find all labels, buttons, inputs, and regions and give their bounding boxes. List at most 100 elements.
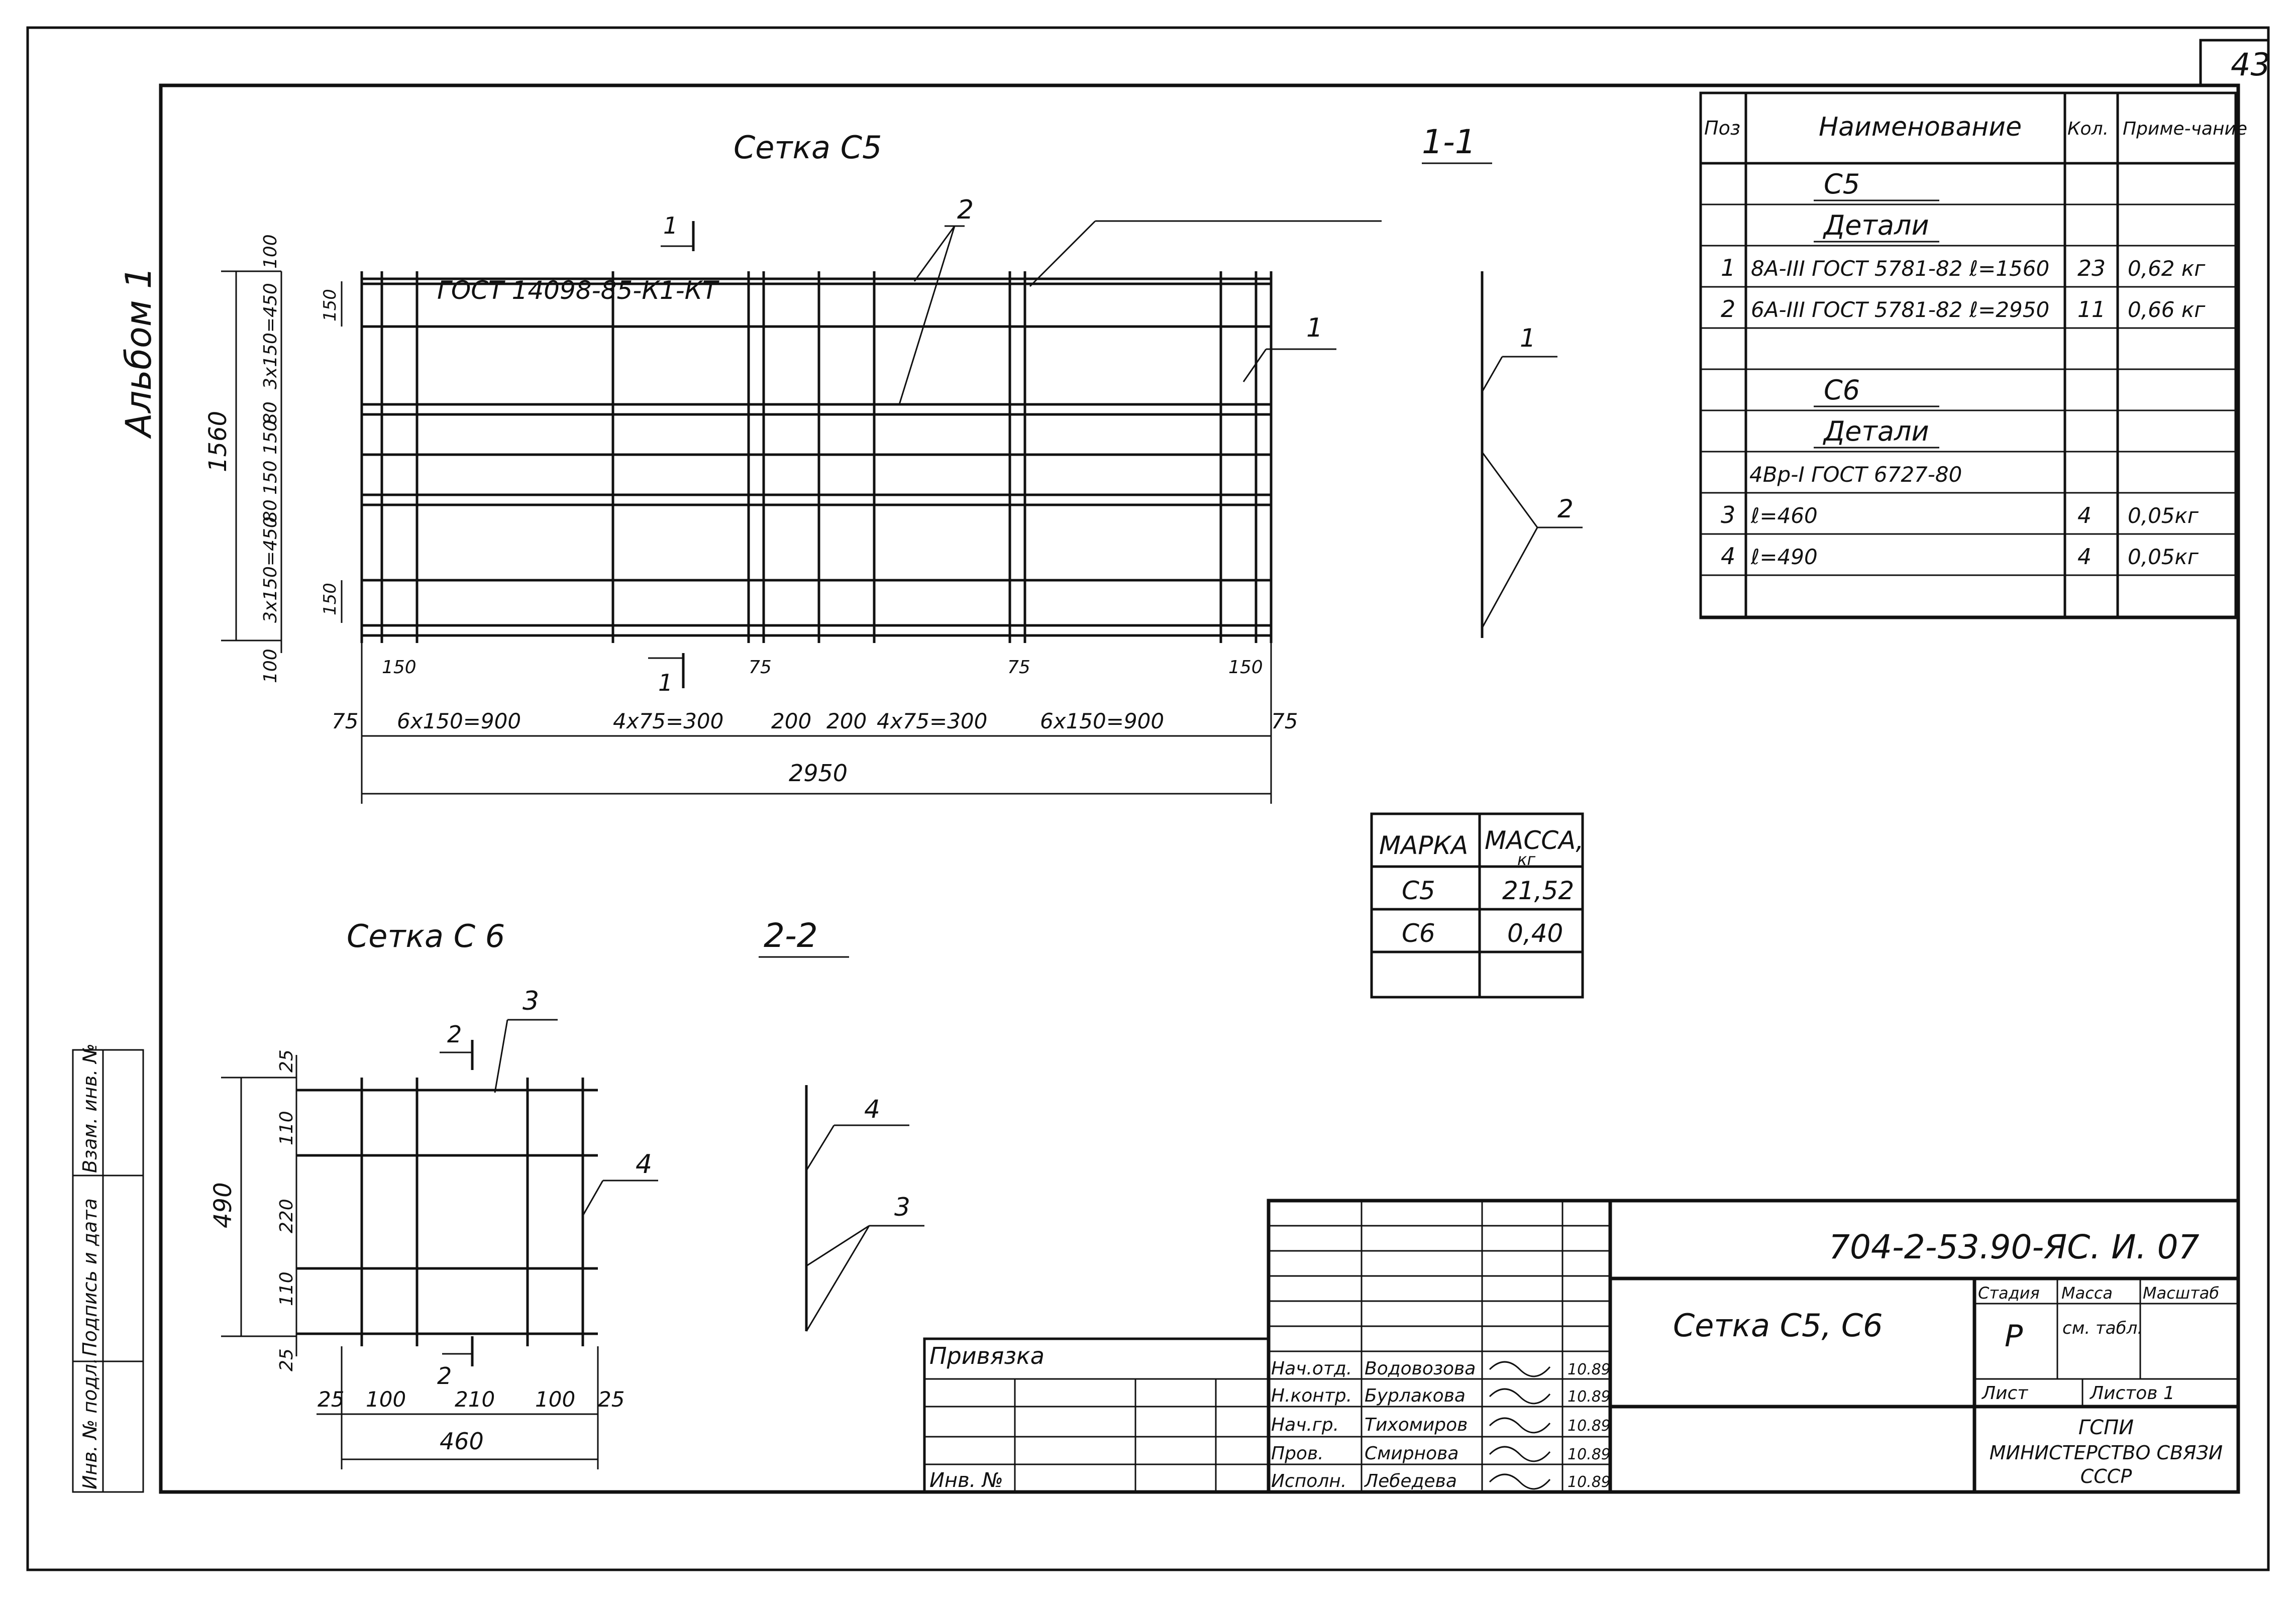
spec-pos: 3	[1721, 501, 1735, 528]
callout-1-c5-label: 1	[1306, 313, 1323, 343]
album-label: Альбом 1	[118, 267, 159, 439]
stamp-inventory-label: Инв. № подл.	[79, 1358, 101, 1489]
c6-dim-110-top: 110	[276, 1111, 297, 1145]
signature-name: Тихомиров	[1365, 1415, 1468, 1435]
section-2-2-callout-3: 3	[894, 1193, 910, 1222]
callout-4-c6-label: 4	[636, 1149, 652, 1180]
section-1-1: 1-1 1 2	[1422, 123, 1583, 638]
signature-role: Исполн.	[1271, 1471, 1346, 1491]
mass-table: МАРКА МАССА, кг С5 21,52 С6 0,40	[1370, 812, 1584, 999]
handwritten-signature	[1489, 1388, 1551, 1405]
mass-row-1-mark: С5	[1402, 876, 1435, 905]
section-mark-2-bottom: 2	[437, 1336, 474, 1390]
sheet-label: Лист	[1981, 1383, 2028, 1404]
spec-name: 6А-III ГОСТ 5781-82 ℓ=2950	[1751, 297, 2049, 322]
callout-1-c5: 1	[1242, 313, 1336, 382]
signature-name: Водовозова	[1365, 1358, 1476, 1379]
section-2-2: 4 3	[805, 1085, 924, 1332]
spec-note: 0,66 кг	[2128, 297, 2206, 322]
c5-dim-80-bottom: 80	[260, 499, 281, 522]
sheet-number: 43	[2231, 46, 2270, 83]
mesh-c6-drawing: Сетка С 6 2-2 2 2 3 4 490	[209, 916, 924, 1469]
spec-name: ℓ=490	[1750, 545, 1818, 569]
c6-dim-100-left: 100	[366, 1387, 406, 1412]
title-block: Привязка Инв. № 704-2-53.90-ЯС. И. 07 Се…	[923, 1199, 2240, 1494]
c5-dim-3x150-bottom: 3x150=450	[260, 516, 281, 623]
org-line-1: ГСПИ	[2078, 1416, 2134, 1439]
mesh-c6-title: Сетка С 6	[347, 918, 505, 954]
outer-border	[26, 26, 2270, 1571]
spec-note: 0,05кг	[2128, 545, 2199, 569]
c5-inner-dim-top: 150	[320, 289, 340, 322]
c6-dim-100-right: 100	[535, 1387, 575, 1412]
signature-role: Нач.гр.	[1271, 1415, 1339, 1435]
mass-header-unit: кг	[1517, 850, 1535, 869]
c5-small-dim-75-left: 75	[749, 657, 772, 678]
handwritten-signature	[1489, 1446, 1551, 1462]
spec-header-name: Наименование	[1819, 112, 2022, 142]
c5-total-width: 2950	[789, 760, 848, 787]
section-mark-1-bottom-label: 1	[658, 669, 673, 696]
c5-dim-150-150: 150 150	[260, 420, 281, 495]
stage-value: Р	[2005, 1319, 2023, 1354]
spec-qty: 4	[2077, 503, 2092, 528]
c5-dim-bottom: 100	[260, 649, 281, 683]
callout-2-c5-label: 2	[957, 195, 974, 225]
section-2-2-label: 2-2	[764, 916, 818, 955]
mass-row-2-value: 0,40	[1507, 919, 1563, 948]
callout-2-c5: 2	[898, 195, 974, 405]
spec-heading: С6	[1824, 374, 1860, 406]
c5-dim-80-top: 80	[260, 401, 281, 424]
spec-note: 0,05кг	[2128, 503, 2199, 528]
spec-heading: Детали	[1823, 415, 1929, 447]
specification-table: Поз Наименование Кол. Приме-чание С5Дета…	[1699, 91, 2247, 619]
c6-dim-25-right: 25	[598, 1387, 624, 1412]
c6-dim-210: 210	[455, 1387, 495, 1412]
section-1-1-label: 1-1	[1422, 123, 1476, 161]
org-line-2: МИНИСТЕРСТВО СВЯЗИ	[1990, 1442, 2223, 1464]
mass-row-1-value: 21,52	[1502, 876, 1574, 905]
binding-label: Привязка	[929, 1342, 1045, 1369]
c5-dim-6x150-right: 6x150=900	[1040, 709, 1164, 733]
section-mark-1-top: 1	[661, 212, 695, 251]
sheet-number-box	[2199, 39, 2268, 85]
mass-header: Масса	[2061, 1284, 2113, 1303]
section-1-1-callout-2: 2	[1557, 494, 1574, 523]
section-mark-2-bottom-label: 2	[437, 1362, 452, 1390]
spec-name: 8А-III ГОСТ 5781-82 ℓ=1560	[1751, 256, 2049, 281]
signature-date: 10.89	[1568, 1388, 1611, 1406]
c5-dim-6x150-left: 6x150=900	[397, 709, 521, 733]
spec-note: 0,62 кг	[2128, 256, 2206, 281]
mass-row-2-mark: С6	[1402, 919, 1435, 948]
side-stamp: Инв. № подл. Подпись и дата Взам. инв. №	[72, 1043, 144, 1493]
signature-date: 10.89	[1568, 1473, 1611, 1491]
section-mark-2-top-label: 2	[447, 1021, 462, 1048]
c5-dim-75-left: 75	[332, 709, 358, 733]
c5-dim-4x75-left: 4x75=300	[613, 709, 723, 733]
c5-dim-3x150-top: 3x150=450	[260, 283, 281, 389]
scale-header: Масштаб	[2143, 1284, 2219, 1303]
signature-date: 10.89	[1568, 1446, 1611, 1463]
spec-header-note: Приме-чание	[2123, 119, 2247, 139]
sheets-label: Листов 1	[2089, 1383, 2175, 1404]
signature-name: Лебедева	[1364, 1471, 1457, 1491]
c5-dim-200-right: 200	[826, 709, 867, 733]
spec-heading: С5	[1824, 168, 1860, 200]
signature-role: Пров.	[1271, 1443, 1324, 1464]
mesh-c6-height-dimensions: 490 25 110 220 110 25	[209, 1049, 297, 1371]
mesh-c6-width-dimensions: 25 100 210 100 25 460	[317, 1346, 624, 1469]
document-code: 704-2-53.90-ЯС. И. 07	[1829, 1228, 2200, 1266]
c6-dim-25-bottom: 25	[276, 1348, 297, 1371]
signature-role: Нач.отд.	[1271, 1358, 1352, 1379]
section-mark-2-top: 2	[440, 1021, 474, 1070]
callout-3-c6: 3	[494, 986, 558, 1093]
signature-date: 10.89	[1568, 1361, 1611, 1378]
mesh-c5-title: Сетка С5	[734, 129, 882, 166]
c5-inner-dim-bottom: 150	[320, 583, 340, 615]
mesh-c6-bars	[296, 1078, 598, 1346]
spec-qty: 23	[2077, 256, 2106, 281]
stamp-signature-date-label: Подпись и дата	[79, 1198, 101, 1356]
mass-header-mark: МАРКА	[1379, 831, 1468, 860]
